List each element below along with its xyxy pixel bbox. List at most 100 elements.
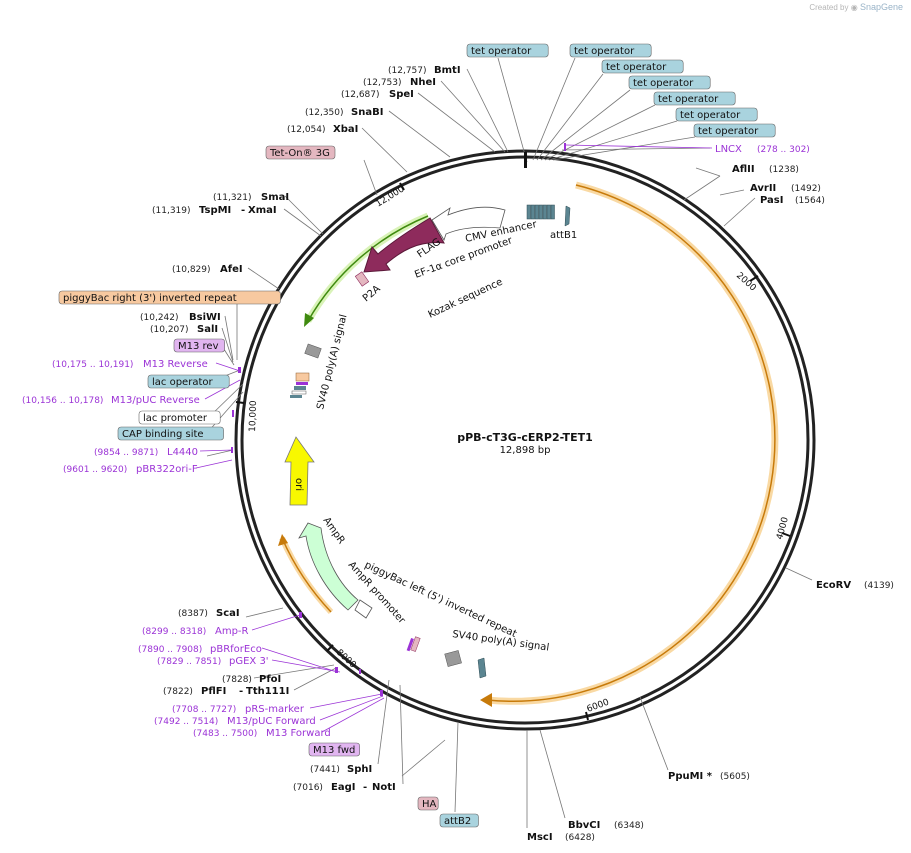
lacop-block — [294, 386, 306, 390]
primer-ampr: Amp-R — [215, 626, 249, 637]
box-tet-operator-5: tet operator — [653, 91, 736, 106]
enzyme-pflfi: PflFI — [201, 686, 226, 697]
enzyme-scai-pos: (8387) — [178, 609, 208, 619]
box-attb2-label: attB2 — [444, 816, 471, 827]
enzyme-aflii: AflII — [732, 164, 755, 175]
box-lac-operator: lac operator — [147, 374, 230, 389]
enzyme-ecorv: EcoRV — [816, 580, 851, 591]
cmv-enhancer-arrow — [431, 206, 506, 241]
credit-prefix: Created by — [809, 3, 849, 12]
sv40-block-lower — [444, 650, 462, 667]
credit-brand: SnapGene — [859, 2, 903, 12]
ori-arrow — [284, 436, 315, 506]
box-m13-rev-label: M13 rev — [178, 341, 219, 352]
enzyme-spei: SpeI — [389, 89, 414, 100]
box-tet-operator-5-label: tet operator — [658, 94, 719, 105]
backbone-outer — [234, 149, 816, 731]
box-lac-promoter: lac promoter — [138, 410, 221, 425]
enzyme-bbvci-pos: (6348) — [614, 821, 644, 831]
enzyme-ppumi: PpuMI * — [668, 771, 713, 782]
primer-pbrforeco: pBRforEco — [210, 644, 262, 655]
enzyme-pasi: PasI — [760, 195, 783, 206]
label-sv40-upper: SV40 poly(A) signal — [315, 313, 349, 410]
enzyme-bbvci: BbvCI — [568, 820, 600, 831]
box-ha-label: HA — [422, 799, 437, 810]
ampr-arrow — [298, 522, 359, 611]
p2a-block — [354, 271, 370, 287]
ampr-promoter-arrow — [354, 599, 373, 619]
attb2-arrow — [477, 657, 487, 679]
enzyme-snabi-pos: (12,350) — [305, 108, 344, 118]
tick-marks — [235, 182, 791, 721]
enzyme-aflii-pos: (1238) — [769, 165, 799, 175]
box-tet-operator-4-frame — [628, 75, 711, 90]
enzyme-bsiwi: BsiWI — [189, 312, 221, 323]
enzyme-tspmi-pos: (11,319) — [152, 206, 191, 216]
plasmid-name: pPB-cT3G-cERP2-TET1 — [457, 431, 593, 444]
box-lac-operator-label: lac operator — [152, 377, 213, 388]
box-tet-operator-2-label: tet operator — [574, 46, 635, 57]
snapgene-credit: Created by ◉ SnapGene — [809, 2, 903, 12]
box-cap-binding-site-label: CAP binding site — [122, 429, 204, 440]
enzyme-tth-dash: - — [239, 686, 243, 697]
primer-l4440-pos: (9854 .. 9871) — [94, 448, 158, 458]
primer-marks — [231, 143, 566, 696]
primer-pbr322-pos: (9601 .. 9620) — [63, 465, 127, 475]
box-tet-operator-4: tet operator — [628, 75, 711, 90]
primer-prs-marker-pos: (7708 .. 7727) — [172, 705, 236, 715]
lacprom-block — [291, 390, 307, 395]
enzyme-eagi: EagI — [331, 782, 355, 793]
box-tet-operator-2: tet operator — [569, 43, 652, 58]
primer-m13puc-fwd: M13/pUC Forward — [227, 716, 316, 727]
label-p2a: P2A — [361, 283, 383, 304]
box-attb2-frame — [439, 813, 479, 828]
enzyme-avrii: AvrII — [750, 183, 776, 194]
enzyme-ecorv-pos: (4139) — [864, 581, 894, 591]
box-tet-operator-7-label: tet operator — [698, 126, 759, 137]
label-kozak: Kozak sequence — [427, 277, 505, 321]
box-m13-fwd: M13 fwd — [308, 742, 361, 757]
enzyme-noti-dash: - — [363, 782, 367, 793]
enzyme-xbai-pos: (12,054) — [287, 125, 326, 135]
pb-right-ir-block — [295, 372, 310, 382]
box-tet-operator-5-frame — [653, 91, 736, 106]
enzyme-pasi-pos: (1564) — [795, 196, 825, 206]
enzyme-pfoi-pos: (7828) — [222, 675, 252, 685]
tet-operator-blocks — [526, 204, 555, 220]
primer-ampr-pos: (8299 .. 8318) — [142, 627, 206, 637]
ha-block — [410, 636, 421, 652]
enzyme-smai: SmaI — [261, 192, 289, 203]
primer-pbrforeco-pos: (7890 .. 7908) — [138, 645, 202, 655]
enzyme-xmai: XmaI — [248, 205, 277, 216]
attb1-arrow — [564, 205, 571, 227]
cap-block — [290, 395, 302, 398]
box-tet-operator-3-frame — [601, 59, 684, 74]
primer-m13fwd: M13 Forward — [266, 728, 331, 739]
enzyme-afei: AfeI — [220, 264, 243, 275]
primer-pgex3-pos: (7829 .. 7851) — [157, 657, 221, 667]
green-feature-arc-core — [307, 215, 429, 322]
enzyme-bmti-pos: (12,757) — [388, 66, 427, 76]
tick-label-4000: 4000 — [775, 516, 791, 541]
enzyme-sphi-pos: (7441) — [310, 765, 340, 775]
box-m13-fwd-frame — [308, 742, 361, 757]
box-ha: HA — [417, 796, 439, 811]
box-tet-operator-7: tet operator — [693, 123, 776, 138]
box-m13-rev-frame — [173, 338, 226, 353]
primer-lncx-pos: (278 .. 302) — [757, 145, 810, 155]
enzyme-pflfi-pos: (7822) — [163, 687, 193, 697]
primer-l4440: L4440 — [167, 447, 198, 458]
box-labels: tet operator tet operator tet operator tet … — [58, 43, 776, 828]
box-lac-promoter-label: lac promoter — [143, 413, 208, 424]
box-tet-operator-7-frame — [693, 123, 776, 138]
enzyme-xbai: XbaI — [333, 124, 358, 135]
primer-prs-marker: pRS-marker — [245, 704, 305, 715]
box-tet-on-3g: Tet-On® 3G — [265, 145, 336, 160]
enzyme-pfoi: PfoI — [259, 674, 281, 685]
enzyme-sali: SalI — [197, 324, 218, 335]
primer-pgex3: pGEX 3' — [229, 656, 269, 667]
primer-m13puc-rev-pos: (10,156 .. 10,178) — [22, 396, 103, 406]
box-tet-operator-1-frame — [466, 43, 549, 58]
enzyme-sali-pos: (10,207) — [150, 325, 189, 335]
box-piggybac-right-ir: piggyBac right (3') inverted repeat — [58, 290, 281, 305]
